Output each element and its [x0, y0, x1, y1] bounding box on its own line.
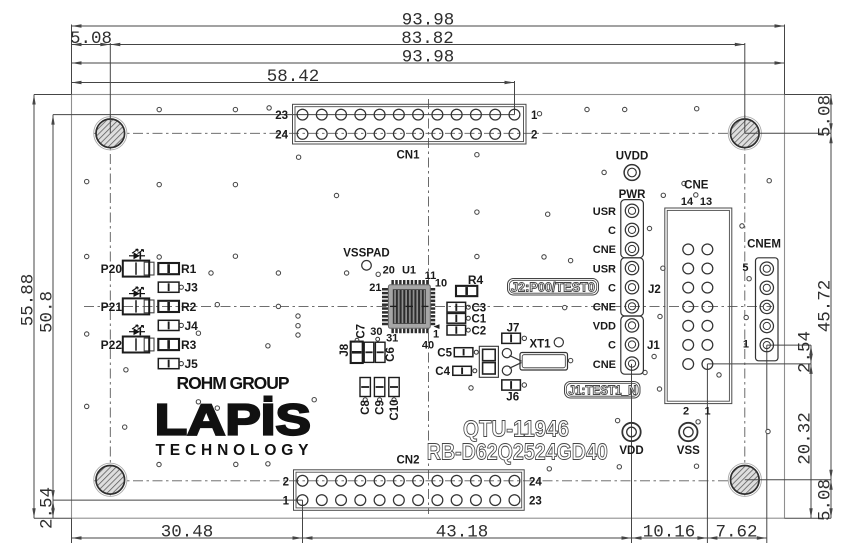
svg-text:14: 14	[681, 196, 694, 208]
svg-text:C4: C4	[435, 366, 450, 378]
svg-text:1: 1	[531, 110, 538, 122]
svg-text:93.98: 93.98	[402, 48, 455, 68]
svg-text:CN2: CN2	[396, 455, 419, 467]
svg-text:P20: P20	[101, 262, 123, 276]
svg-text:24: 24	[275, 130, 288, 142]
svg-text:J8: J8	[339, 343, 351, 356]
svg-text:23: 23	[529, 496, 542, 508]
svg-text:83.82: 83.82	[401, 29, 454, 49]
svg-text:5.08: 5.08	[70, 29, 112, 49]
svg-text:C6: C6	[385, 347, 397, 362]
svg-text:PWR: PWR	[619, 189, 647, 201]
svg-text:J3: J3	[185, 281, 199, 295]
svg-text:45.72: 45.72	[816, 280, 836, 333]
svg-text:1: 1	[743, 339, 749, 351]
svg-text:10.16: 10.16	[643, 522, 696, 542]
svg-text:30: 30	[370, 326, 382, 338]
svg-text:J4: J4	[185, 319, 199, 333]
svg-text:USR: USR	[593, 263, 616, 275]
svg-text:1: 1	[283, 496, 290, 508]
svg-text:R3: R3	[181, 338, 197, 352]
svg-text:CNE: CNE	[684, 180, 709, 192]
svg-text:J2: J2	[648, 284, 661, 296]
svg-text:2: 2	[531, 130, 537, 142]
svg-text:ROHM GROUP: ROHM GROUP	[177, 373, 290, 393]
svg-text:23: 23	[275, 110, 288, 122]
svg-text:CNE: CNE	[593, 302, 616, 314]
svg-text:U1: U1	[402, 265, 416, 277]
svg-text:C3: C3	[472, 302, 487, 314]
svg-text:5.08: 5.08	[816, 95, 836, 137]
svg-text:USR: USR	[593, 206, 616, 218]
svg-text:31: 31	[386, 333, 398, 345]
svg-text:P22: P22	[101, 338, 123, 352]
svg-text:C: C	[608, 340, 616, 352]
svg-text:CNEM: CNEM	[747, 239, 781, 251]
svg-text:24: 24	[529, 476, 542, 488]
svg-text:1: 1	[704, 406, 710, 418]
svg-text:40: 40	[422, 340, 434, 352]
svg-text:10: 10	[435, 278, 447, 290]
svg-text:CNE: CNE	[593, 359, 616, 371]
svg-text:30.48: 30.48	[161, 522, 214, 542]
svg-text:VDD: VDD	[593, 321, 616, 333]
svg-text:VDD: VDD	[619, 445, 643, 457]
svg-text:J1:TEST1_N: J1:TEST1_N	[569, 384, 637, 398]
svg-text:2: 2	[683, 406, 689, 418]
svg-text:20: 20	[383, 265, 395, 277]
svg-text:J1: J1	[647, 340, 660, 352]
svg-text:5.08: 5.08	[816, 479, 836, 521]
svg-text:93.98: 93.98	[402, 10, 455, 30]
svg-text:J6: J6	[506, 392, 519, 404]
svg-text:C: C	[608, 225, 616, 237]
svg-text:55.88: 55.88	[19, 274, 39, 327]
svg-text:C1: C1	[472, 314, 487, 326]
svg-text:CNE: CNE	[593, 244, 616, 256]
svg-text:21: 21	[369, 282, 381, 294]
svg-text:CN1: CN1	[396, 150, 420, 162]
svg-text:J5: J5	[185, 357, 199, 371]
svg-text:2: 2	[283, 476, 289, 488]
svg-text:13: 13	[700, 196, 712, 208]
svg-text:P21: P21	[101, 300, 123, 314]
svg-text:C5: C5	[437, 347, 452, 359]
svg-text:QTU-11946: QTU-11946	[463, 416, 569, 442]
svg-text:VSS: VSS	[677, 445, 700, 457]
svg-text:XT1: XT1	[529, 339, 551, 351]
svg-text:UVDD: UVDD	[616, 151, 649, 163]
svg-text:2.54: 2.54	[796, 331, 816, 373]
svg-text:C2: C2	[472, 325, 487, 337]
svg-text:C8: C8	[360, 400, 372, 415]
svg-text:7.62: 7.62	[715, 522, 757, 542]
svg-text:J7: J7	[507, 322, 520, 334]
svg-text:C9: C9	[374, 400, 386, 415]
svg-text:TECHNOLOGY: TECHNOLOGY	[156, 442, 310, 459]
svg-text:J2:P00/TEST0: J2:P00/TEST0	[511, 281, 595, 295]
svg-text:5: 5	[742, 262, 748, 274]
svg-text:R4: R4	[468, 273, 484, 287]
svg-text:C10: C10	[389, 399, 401, 420]
svg-text:C: C	[608, 282, 616, 294]
svg-text:20.32: 20.32	[796, 412, 816, 465]
svg-text:11: 11	[425, 270, 437, 282]
svg-text:C7: C7	[356, 324, 368, 339]
svg-text:LAPIS: LAPIS	[155, 396, 311, 445]
svg-text:RB-D62Q2524GD40: RB-D62Q2524GD40	[427, 439, 608, 465]
svg-text:50.8: 50.8	[38, 291, 58, 333]
svg-text:R2: R2	[181, 300, 197, 314]
svg-text:43.18: 43.18	[436, 522, 489, 542]
svg-text:VSSPAD: VSSPAD	[343, 248, 389, 260]
svg-text:R1: R1	[181, 262, 197, 276]
svg-text:1: 1	[433, 329, 439, 341]
svg-text:58.42: 58.42	[267, 67, 320, 87]
svg-text:2.54: 2.54	[38, 487, 58, 529]
